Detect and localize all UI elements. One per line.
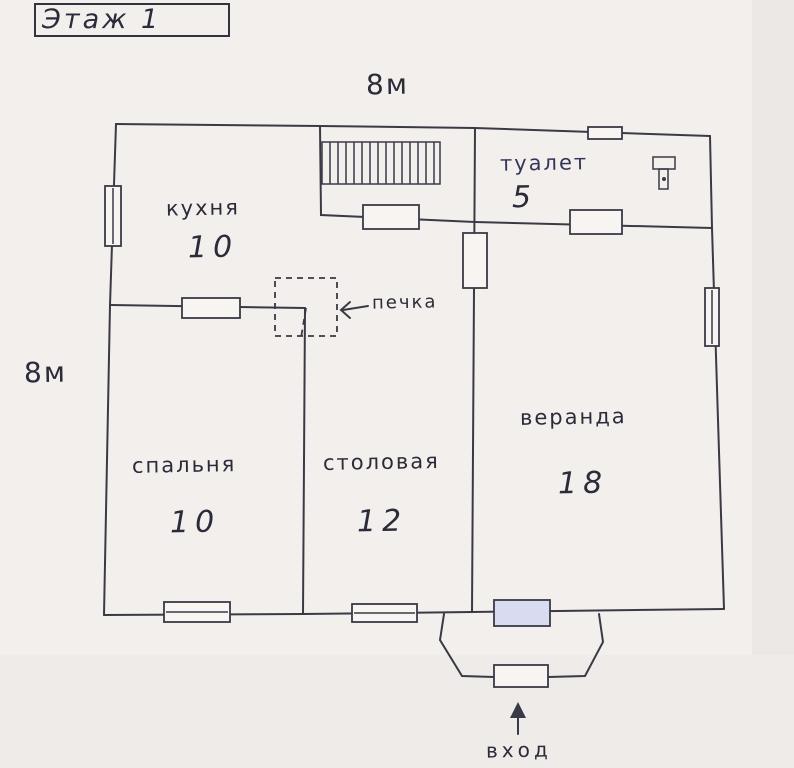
room-name-veranda: веранда: [519, 404, 627, 430]
door-stair-hall: [362, 204, 420, 230]
height-dimension: 8м: [23, 355, 68, 390]
stove-outline: [274, 277, 338, 337]
door-main: [493, 599, 551, 627]
room-area-dining: 12: [356, 503, 408, 540]
wall-veranda-left: [471, 127, 476, 613]
staircase: [321, 141, 441, 185]
width-dimension: 8м: [365, 67, 410, 102]
wall-right: [709, 135, 725, 610]
floor-title: Этаж 1: [34, 3, 230, 37]
room-area-bedroom: 10: [169, 504, 221, 541]
paper-edge: [752, 0, 794, 768]
paper-bottom: [0, 655, 794, 768]
entrance-arrow-icon: [510, 702, 526, 735]
room-name-bedroom: спальня: [131, 452, 237, 478]
entrance-label: вход: [485, 737, 552, 763]
room-name-toilet: туалет: [499, 150, 589, 176]
stove-diagonal: [300, 307, 307, 339]
room-name-dining: столовая: [322, 448, 440, 476]
room-area-toilet: 5: [511, 179, 538, 216]
room-area-veranda: 18: [557, 465, 609, 502]
stove-arrow-icon: [339, 301, 369, 319]
door-veranda-hall: [462, 232, 488, 289]
wall-dining-left: [302, 307, 306, 615]
door-kitchen-bedroom: [181, 297, 241, 319]
porch-door: [493, 664, 549, 688]
stove-label: печка: [371, 291, 438, 314]
room-name-kitchen: кухня: [165, 195, 241, 221]
room-area-kitchen: 10: [187, 229, 239, 266]
door-toilet: [569, 209, 623, 235]
porch-outline: [438, 613, 605, 678]
wall-stair-bottom: [319, 125, 476, 223]
toilet-icon: [652, 156, 676, 190]
window-toilet-top: [587, 126, 623, 140]
